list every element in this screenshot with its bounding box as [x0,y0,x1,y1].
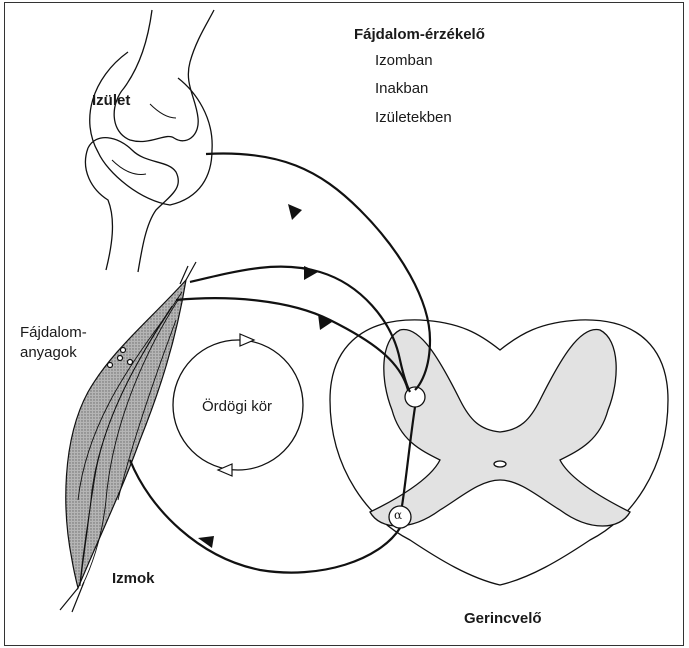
pain-receptor-title: Fájdalom-érzékelő [354,26,485,43]
central-canal [494,461,506,467]
arrow-joint-afferent [288,204,302,220]
joint-illustration [85,10,214,272]
pain-substances-label-line1: Fájdalom- [20,324,87,341]
joint-label: Izület [92,92,130,109]
pain-receptor-item-joint: Izületekben [375,109,452,126]
circle-arrow-top [240,334,254,346]
pain-substance-dot [118,356,123,361]
muscle-illustration [60,262,196,612]
spinal-cord-label: Gerincvelő [464,610,542,627]
muscles-label: Izmok [112,570,155,587]
pain-receptor-item-tendon: Inakban [375,80,428,97]
upper-bone [114,10,214,142]
arrow-muscle-afferent-2 [318,314,332,330]
pain-receptor-item-muscle: Izomban [375,52,433,69]
alpha-symbol: α [394,508,402,522]
circle-arrow-bottom [218,464,232,476]
pain-substance-dot [121,348,126,353]
arrow-muscle-afferent-1 [304,266,318,280]
pain-substance-dot [108,363,113,368]
pain-substance-dot [128,360,133,365]
joint-capsule [90,52,212,205]
pathway-arrows [198,204,332,548]
vicious-circle-label: Ördögi kör [202,398,272,415]
pain-substances-label-line2: anyagok [20,344,77,361]
spinal-cord-illustration [330,320,668,585]
